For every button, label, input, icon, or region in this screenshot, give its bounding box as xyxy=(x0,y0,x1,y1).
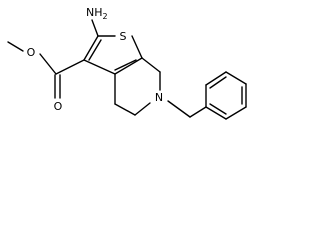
bond-ph-6-inner xyxy=(209,103,227,115)
bond-c4-c5 xyxy=(114,103,136,116)
bond-ph-2-inner xyxy=(209,76,227,89)
bond-ch2-ph xyxy=(189,106,207,118)
bond-c2-nh2 xyxy=(91,19,99,37)
bond-s-c7a xyxy=(131,35,143,59)
bond-o-carbonyl xyxy=(39,53,57,75)
bond-ph-3 xyxy=(225,71,247,85)
bond-ph-2 xyxy=(205,71,227,86)
bond-c7a-c3a-inner xyxy=(114,59,137,71)
bond-c3-c2 xyxy=(83,35,99,61)
bond-c5-n xyxy=(134,102,151,116)
amino-label: NH xyxy=(86,6,103,19)
bond-c7a-c3a xyxy=(114,57,143,75)
atom-label-ester-oxygen: O xyxy=(27,46,36,59)
atom-label-ring-nitrogen: N xyxy=(155,91,163,104)
atom-label-carbonyl-oxygen: O xyxy=(54,100,63,113)
bond-c3-c2-inner xyxy=(88,39,102,61)
molecule-structure: NH2 S O O N xyxy=(7,6,247,120)
bond-carbonyl-c3 xyxy=(55,59,85,75)
bond-ph-6 xyxy=(205,106,227,120)
bond-n-ch2 xyxy=(167,100,191,118)
atom-label-sulfur: S xyxy=(120,30,127,43)
bond-c3a-c3 xyxy=(83,59,116,75)
bond-c7-c7a xyxy=(141,57,161,73)
amino-subscript: 2 xyxy=(103,12,108,21)
bond-ph-5 xyxy=(225,106,247,120)
atom-label-amino: NH2 xyxy=(86,6,108,21)
bond-methyl-o xyxy=(7,41,24,52)
